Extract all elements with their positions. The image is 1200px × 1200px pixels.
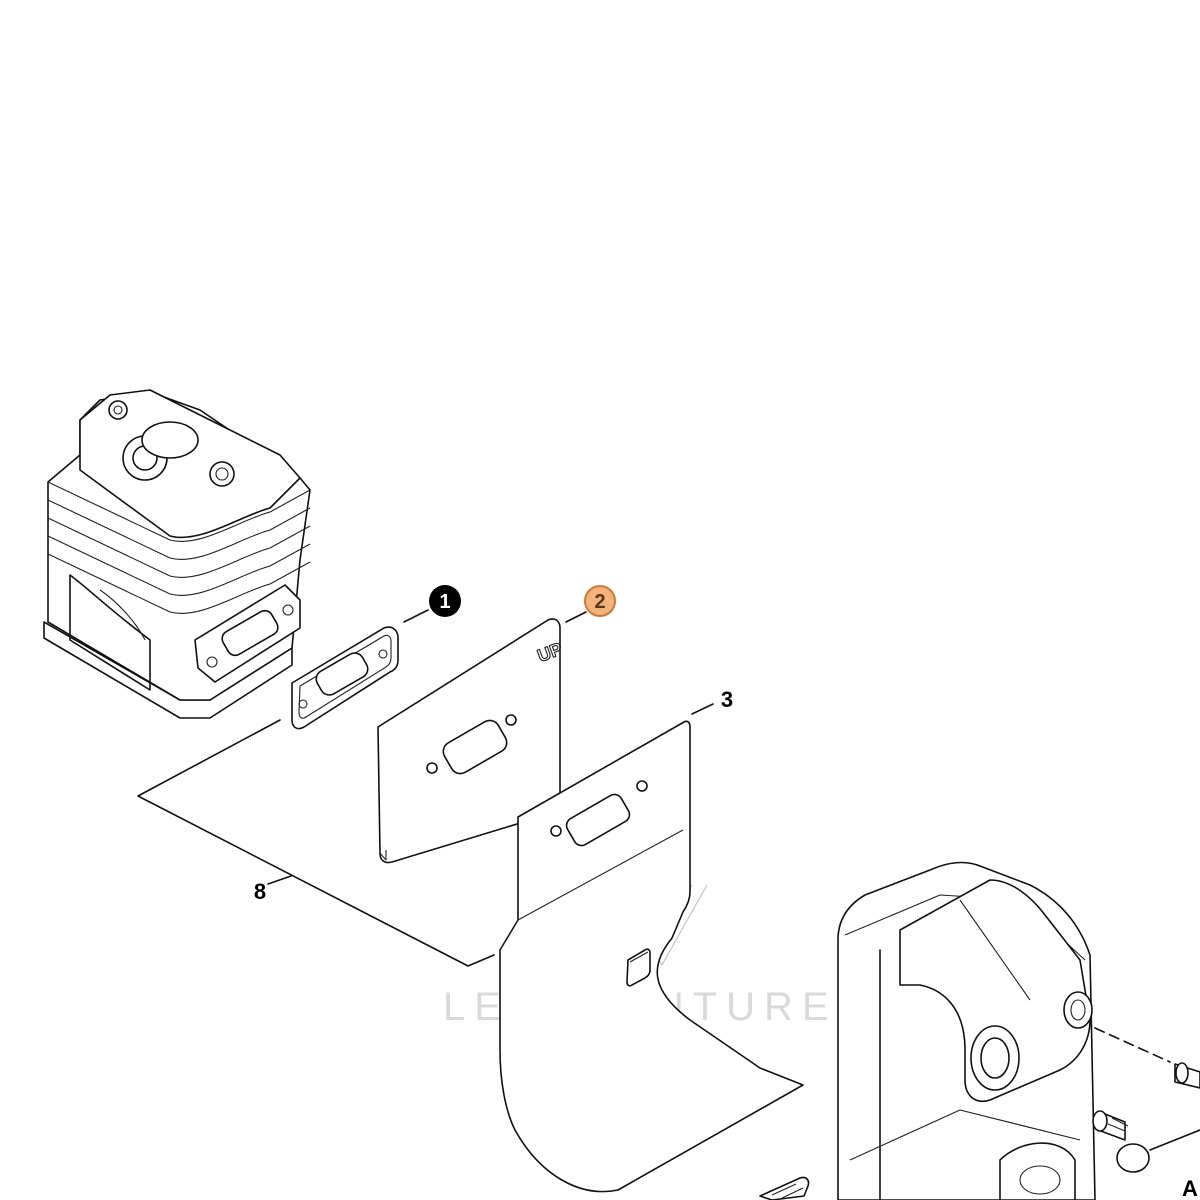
gasket-part-1[interactable] — [291, 609, 429, 730]
screw-bottom[interactable] — [759, 1176, 810, 1200]
callout-badge-1-label: 1 — [439, 591, 450, 613]
callout-badge-2-label: 2 — [594, 591, 605, 613]
muffler-assembly[interactable] — [837, 861, 1096, 1200]
callout-badge-2-highlighted[interactable]: 2 — [584, 585, 616, 617]
heat-shield-part-3[interactable] — [499, 703, 804, 1193]
cylinder-assembly[interactable] — [43, 389, 311, 719]
callout-badge-1[interactable]: 1 — [429, 585, 461, 617]
kit-8-bracket — [137, 719, 495, 967]
callout-3-label[interactable]: 3 — [721, 687, 733, 712]
callout-8-label[interactable]: 8 — [254, 879, 266, 904]
screw-lower[interactable] — [1092, 1110, 1200, 1173]
screw-upper[interactable] — [1094, 1027, 1200, 1089]
section-marker-a: A — [1182, 1176, 1198, 1200]
